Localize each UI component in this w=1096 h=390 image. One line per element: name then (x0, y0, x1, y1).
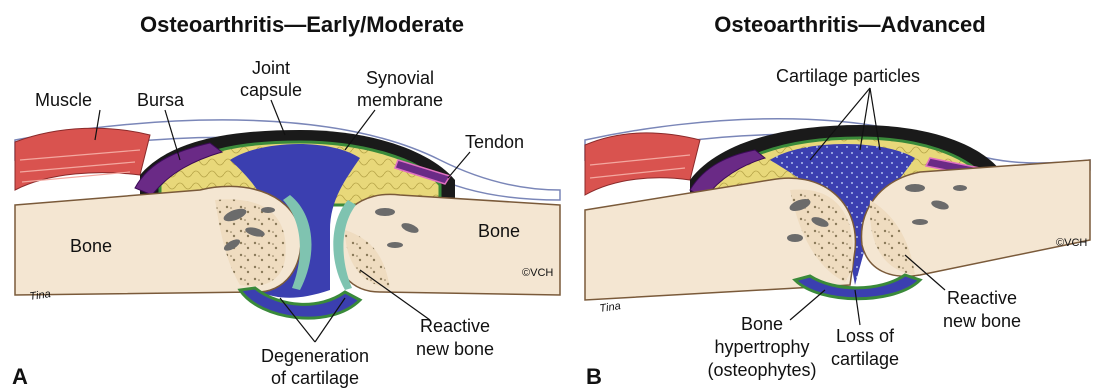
label-synovial-2: membrane (357, 90, 443, 110)
panel-letter-b: B (586, 364, 602, 389)
label-hypertrophy-3: (osteophytes) (707, 360, 816, 380)
label-reactive-1: Reactive (420, 316, 490, 336)
label-loss-2: cartilage (831, 349, 899, 369)
panel-a-title: Osteoarthritis—Early/Moderate (140, 12, 464, 37)
panel-b: Osteoarthritis—Advanced Cartilage partic… (585, 12, 1090, 389)
label-reactive-b-2: new bone (943, 311, 1021, 331)
label-hypertrophy-2: hypertrophy (714, 337, 809, 357)
label-joint-capsule-2: capsule (240, 80, 302, 100)
panel-a: Osteoarthritis—Early/Moderate (12, 12, 560, 389)
copyright-b: ©VCH (1056, 237, 1087, 249)
label-muscle: Muscle (35, 90, 92, 110)
label-reactive-b-1: Reactive (947, 288, 1017, 308)
label-degeneration-1: Degeneration (261, 346, 369, 366)
panel-b-lower-capsule (795, 275, 920, 299)
panel-b-title: Osteoarthritis—Advanced (714, 12, 985, 37)
label-hypertrophy-1: Bone (741, 314, 783, 334)
label-loss-1: Loss of (836, 326, 895, 346)
label-degeneration-2: of cartilage (271, 368, 359, 388)
label-reactive-2: new bone (416, 339, 494, 359)
label-cartilage-particles: Cartilage particles (776, 66, 920, 86)
panel-letter-a: A (12, 364, 28, 389)
label-joint-capsule-1: Joint (252, 58, 290, 78)
label-bone-left: Bone (70, 236, 112, 256)
signature-a: Tina (29, 288, 52, 303)
label-bone-right: Bone (478, 221, 520, 241)
label-synovial-1: Synovial (366, 68, 434, 88)
label-tendon: Tendon (465, 132, 524, 152)
label-bursa: Bursa (137, 90, 185, 110)
signature-b: Tina (599, 300, 622, 315)
copyright-a: ©VCH (522, 267, 553, 279)
